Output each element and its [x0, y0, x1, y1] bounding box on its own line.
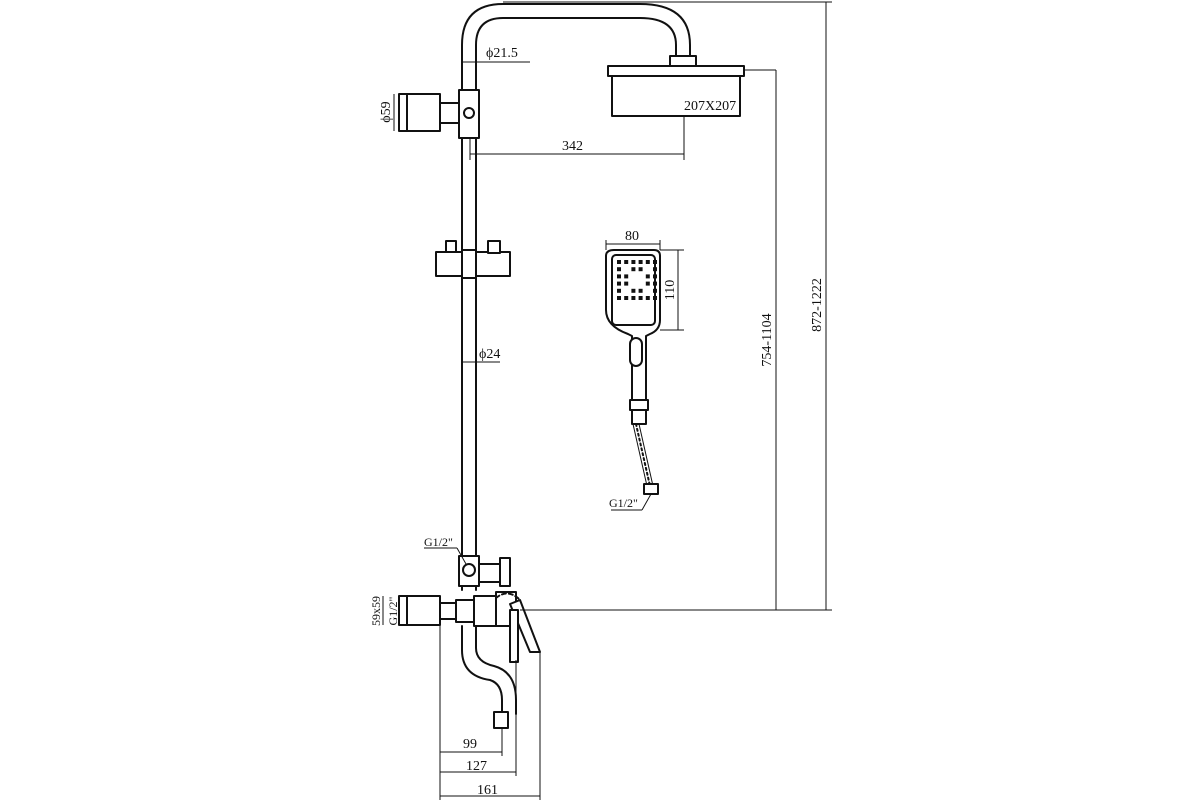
- nozzle: [653, 288, 657, 293]
- label-total-height: 872-1222: [810, 278, 825, 332]
- dim-hose-thread: G1/2": [609, 493, 652, 511]
- dim-hand-width: 80: [605, 229, 661, 250]
- nozzle: [631, 296, 636, 300]
- dim-height-adjust: 754-1104: [520, 70, 780, 611]
- label-escutcheon-size: 59x59: [369, 596, 383, 626]
- shower-hose: [632, 423, 659, 495]
- slide-bar-holder: [435, 240, 511, 279]
- nozzle: [617, 260, 621, 264]
- label-hose-thread: G1/2": [609, 496, 638, 510]
- nozzle: [624, 296, 629, 300]
- label-rail-diameter: ϕ24: [479, 347, 500, 362]
- dim-arm-reach: 342: [469, 116, 685, 160]
- nozzle: [638, 267, 643, 272]
- label-spout-161: 161: [477, 783, 498, 798]
- label-top-pipe-diameter: ϕ21.5: [486, 46, 518, 61]
- mixer-body: [439, 591, 522, 627]
- rain-shower-head: [607, 55, 745, 117]
- label-spout-99: 99: [463, 737, 477, 752]
- nozzle: [617, 296, 621, 300]
- label-outlet-thread: G1/2": [424, 535, 453, 549]
- label-hand-width: 80: [625, 229, 639, 244]
- nozzle: [653, 274, 657, 279]
- nozzle: [617, 274, 621, 279]
- dim-head-size: 207X207: [684, 69, 776, 114]
- nozzle: [624, 281, 629, 286]
- nozzle: [653, 296, 657, 300]
- label-inlet-thread: G1/2": [386, 596, 400, 625]
- dim-total-height: 872-1222: [503, 1, 832, 611]
- nozzle: [617, 281, 621, 286]
- diverter-block: [458, 555, 511, 587]
- hand-shower-nozzles: [617, 260, 657, 300]
- nozzle: [624, 260, 629, 264]
- nozzle: [653, 281, 657, 286]
- nozzle: [645, 296, 650, 300]
- nozzle: [638, 288, 643, 293]
- nozzle: [653, 260, 657, 264]
- hand-shower: [605, 249, 661, 425]
- nozzle: [631, 260, 636, 264]
- dim-top-pipe-diameter: ϕ21.5: [462, 46, 530, 66]
- wall-escutcheon: [398, 595, 441, 626]
- dim-wall-bracket-diameter: ϕ59: [379, 94, 395, 131]
- nozzle: [645, 281, 650, 286]
- nozzle: [645, 260, 650, 264]
- nozzle: [645, 274, 650, 279]
- nozzle: [617, 288, 621, 293]
- bath-spout: [461, 625, 517, 729]
- label-height-adjust: 754-1104: [760, 313, 775, 366]
- dim-rail-diameter: ϕ24: [462, 347, 500, 363]
- wall-bracket-top: [398, 89, 480, 139]
- nozzle: [617, 267, 621, 272]
- label-spout-127: 127: [466, 759, 487, 774]
- nozzle: [638, 260, 643, 264]
- label-hand-height: 110: [663, 280, 678, 300]
- dim-hand-height: 110: [660, 249, 684, 331]
- label-head-size: 207X207: [684, 99, 736, 114]
- nozzle: [624, 274, 629, 279]
- dim-outlet-thread: G1/2": [424, 535, 467, 565]
- label-wall-bracket-diameter: ϕ59: [379, 101, 394, 122]
- nozzle: [638, 296, 643, 300]
- dim-escutcheon: 59x59 G1/2": [369, 596, 400, 626]
- label-arm-reach: 342: [562, 139, 583, 154]
- nozzle: [653, 267, 657, 272]
- dim-spout-projection: 99 127 161: [439, 625, 541, 800]
- nozzle: [631, 288, 636, 293]
- shower-rail: [461, 3, 691, 591]
- mixer-lever: [509, 599, 541, 663]
- nozzle: [631, 267, 636, 272]
